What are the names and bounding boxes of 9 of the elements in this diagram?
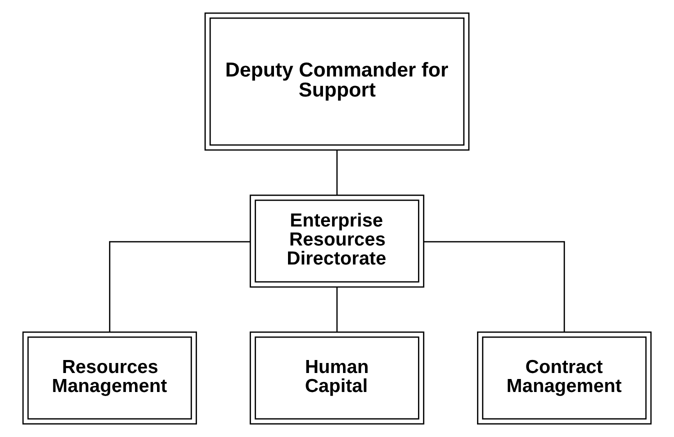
node-box: Enterprise Resources Directorate [250, 194, 424, 288]
connector [424, 241, 565, 332]
connector [109, 241, 250, 332]
connector [336, 287, 338, 332]
node-box: Deputy Commander for Support [204, 12, 470, 151]
node-box: Contract Management [477, 332, 652, 424]
node-box: Resources Management [22, 332, 197, 424]
connector [336, 150, 338, 196]
node-box: Human Capital [250, 332, 424, 424]
